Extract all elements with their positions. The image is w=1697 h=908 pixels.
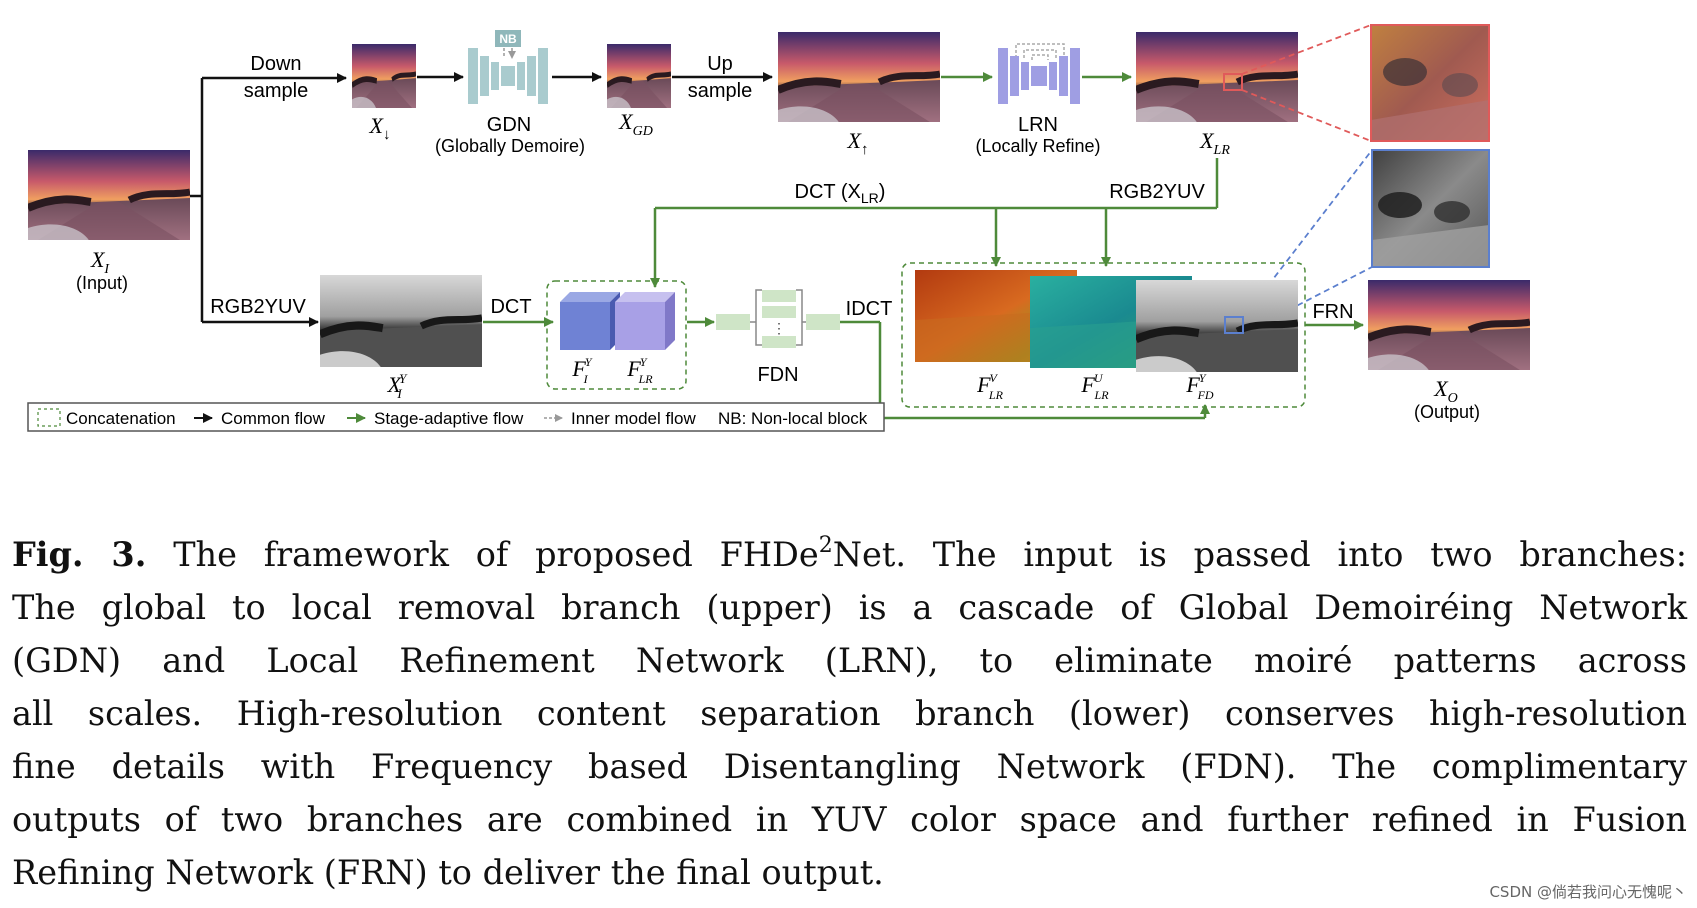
x-down-label: X↓ xyxy=(369,113,391,143)
down-sample-label-2: sample xyxy=(244,80,308,102)
dct-label: DCT xyxy=(490,296,531,318)
legend-inner-flow: Inner model flow xyxy=(571,409,696,428)
cube-f-lr-y xyxy=(615,292,675,350)
input-image xyxy=(28,150,190,240)
gdn-subtitle: (Globally Demoire) xyxy=(435,136,585,156)
framework-diagram: XI (Input) Down sample RGB2YUV X↓ NB GDN… xyxy=(27,24,1697,432)
x-gd-image xyxy=(607,44,671,108)
output-label: XO xyxy=(1433,376,1458,406)
output-image xyxy=(1368,280,1530,370)
fdn-label: FDN xyxy=(757,364,798,386)
legend-common-flow: Common flow xyxy=(221,409,326,428)
gdn-title: GDN xyxy=(487,114,531,136)
f-fd-y-image xyxy=(1136,280,1298,372)
idct-path xyxy=(840,320,1210,420)
x-down-image xyxy=(352,44,416,108)
legend-concatenation: Concatenation xyxy=(66,409,176,428)
concat-box-2 xyxy=(901,262,1306,408)
x-gd-label: XGD xyxy=(618,109,653,139)
lrn-title: LRN xyxy=(1018,114,1058,136)
lrn-subtitle: (Locally Refine) xyxy=(975,136,1100,156)
svg-text:⋮: ⋮ xyxy=(772,320,786,336)
x-up-label: X↑ xyxy=(847,128,869,158)
input-label: XI xyxy=(90,247,110,277)
output-caption: (Output) xyxy=(1414,402,1480,422)
cube-f-i-y xyxy=(560,292,620,350)
dct-xlr-label: DCT (XLR) xyxy=(795,181,886,206)
caption-line-2: The global to local removal branch (uppe… xyxy=(12,588,1687,627)
caption-line-5: fine details with Frequency based Disent… xyxy=(12,747,1687,786)
caption-line-1a: The framework of proposed FHDe xyxy=(146,535,819,574)
legend-nb-note: NB: Non-local block xyxy=(718,409,868,428)
figure-caption: Fig. 3. The framework of proposed FHDe2N… xyxy=(12,528,1687,899)
zoom-red-connector xyxy=(1241,24,1372,142)
caption-line-3: (GDN) and Local Refinement Network (LRN)… xyxy=(12,641,1687,680)
caption-line-1: Fig. 3. The framework of proposed FHDe2N… xyxy=(12,528,1687,581)
x-up-image xyxy=(778,32,940,122)
down-sample-label-1: Down xyxy=(250,53,301,75)
figure-number: Fig. 3. xyxy=(12,535,147,574)
caption-line-7: Refining Network (FRN) to deliver the fi… xyxy=(12,853,884,892)
green-feedback-lines xyxy=(650,158,1219,288)
fdn-network-icon: ⋮ xyxy=(716,289,840,348)
zoom-red-patch xyxy=(1370,24,1490,142)
lrn-network-icon xyxy=(998,43,1080,104)
legend-concat-swatch xyxy=(37,408,61,427)
watermark: CSDN @倘若我问心无愧呢丶 xyxy=(1489,883,1687,901)
concat-box-1 xyxy=(546,280,687,390)
rgb2yuv-left-label: RGB2YUV xyxy=(210,296,306,318)
input-split-lines xyxy=(190,73,347,327)
idct-label: IDCT xyxy=(846,298,893,320)
up-sample-label-1: Up xyxy=(707,53,733,75)
rgb2yuv-right-label: RGB2YUV xyxy=(1109,181,1205,203)
up-sample-label-2: sample xyxy=(688,80,752,102)
input-caption: (Input) xyxy=(76,273,128,293)
zoom-blue-patch xyxy=(1371,149,1490,268)
gdn-network-icon: NB xyxy=(468,30,548,104)
legend: Concatenation Common flow Stage-adaptive… xyxy=(27,402,885,432)
nb-label: NB xyxy=(499,32,517,46)
caption-sup: 2 xyxy=(818,533,833,558)
x-i-y-image xyxy=(320,275,482,367)
caption-line-4: all scales. High-resolution content sepa… xyxy=(12,694,1687,733)
x-lr-image xyxy=(1136,32,1298,122)
legend-stage-adaptive: Stage-adaptive flow xyxy=(374,409,524,428)
x-lr-label: XLR xyxy=(1199,128,1230,158)
caption-line-1b: Net. The input is passed into two branch… xyxy=(832,535,1687,574)
caption-line-6: outputs of two branches are combined in … xyxy=(12,800,1687,839)
frn-label: FRN xyxy=(1312,301,1353,323)
